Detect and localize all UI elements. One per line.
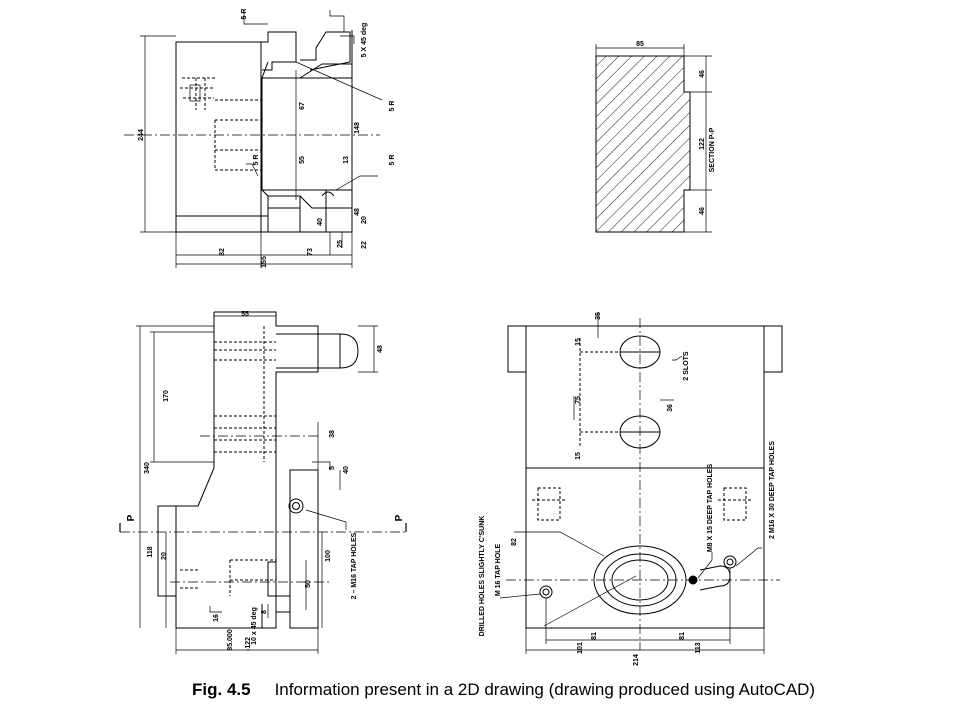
dim-101: 101: [577, 642, 584, 654]
section-mark-right: P: [394, 514, 405, 521]
figure-caption-text: Information present in a 2D drawing (dra…: [274, 680, 816, 699]
dim-5r-a: 5 R: [241, 9, 248, 20]
dim-100: 100: [325, 550, 332, 562]
dim-55: 55: [299, 156, 306, 164]
dim-15-bottom: 15: [575, 452, 582, 460]
section-mark-left: P: [126, 514, 137, 521]
dim-10x45: 10 x 45 deg: [251, 607, 258, 645]
dim-8: 8: [261, 610, 268, 614]
dim-40-side: 40: [343, 466, 350, 474]
dim-85000: 85.000: [227, 629, 234, 651]
dim-5r-c: 5 R: [389, 155, 396, 166]
dim-85: 85: [636, 41, 644, 48]
dim-118: 118: [147, 546, 154, 557]
dim-82: 82: [219, 248, 226, 256]
top-left-view: [124, 10, 383, 268]
label-tap-holes: 2 – M16 TAP HOLES: [351, 532, 358, 599]
dim-38: 38: [329, 430, 336, 438]
top-left-dimension-labels: 244 148 67 55 13 82 155 73 25 22 20 40 4…: [138, 9, 396, 268]
bottom-right-labels: 35 15 75 36 15 2 SLOTS 2 M16 X 30 DEEP T…: [479, 312, 776, 666]
dim-36: 36: [667, 404, 674, 412]
dim-55-side: 55: [241, 311, 249, 318]
dim-214: 214: [633, 654, 640, 666]
dim-20: 20: [361, 216, 368, 224]
dim-13: 13: [343, 156, 350, 164]
dim-15-top: 15: [575, 338, 582, 346]
dim-67: 67: [299, 102, 306, 110]
dim-73: 73: [307, 248, 314, 256]
dim-170: 170: [163, 390, 170, 402]
dim-122: 122: [699, 138, 706, 150]
dim-113: 113: [695, 642, 702, 653]
label-slots: 2 SLOTS: [683, 351, 690, 381]
dim-75: 75: [575, 396, 582, 404]
dim-16: 16: [213, 614, 220, 622]
figure-caption: Fig. 4.5 Information present in a 2D draw…: [192, 680, 892, 700]
dim-82-plan: 82: [511, 538, 518, 546]
figure-number: Fig. 4.5: [192, 680, 251, 699]
dim-5x45: 5 X 45 deg: [361, 23, 368, 58]
section-view: [595, 44, 712, 233]
label-m8-deep: M8 X 15 DEEP TAP HOLES: [707, 464, 714, 553]
label-m16-tap: M 16 TAP HOLE: [495, 544, 502, 597]
dim-244: 244: [138, 129, 145, 141]
dim-20-side: 20: [161, 552, 168, 560]
dim-25: 25: [337, 240, 344, 248]
dim-81-right: 81: [679, 632, 686, 640]
section-title: SECTION P-P: [709, 127, 716, 172]
dim-48: 48: [354, 208, 361, 216]
dim-81-left: 81: [591, 632, 598, 640]
dim-40: 40: [317, 218, 324, 226]
dim-48-side: 48: [377, 345, 384, 353]
section-labels: 85 46 122 SECTION P-P 46: [636, 41, 716, 215]
dim-155: 155: [261, 256, 268, 268]
dim-5r-b: 5 R: [389, 101, 396, 112]
dim-46-bottom: 46: [699, 207, 706, 215]
dim-340: 340: [144, 462, 151, 474]
label-drilled: DRILLED HOLES SLIGHTLY C'SUNK: [479, 516, 486, 637]
dim-46-top: 46: [699, 70, 706, 78]
dim-22: 22: [361, 241, 368, 249]
dim-5r-d: 5 R: [253, 155, 260, 166]
dim-148: 148: [354, 122, 361, 134]
bottom-right-view: [499, 312, 783, 654]
dim-35: 35: [595, 312, 602, 320]
dim-5-side: 5: [329, 466, 336, 470]
bottom-left-view: [119, 311, 407, 654]
dim-50: 50: [305, 580, 312, 588]
dim-minus-122: -122: [245, 637, 252, 651]
label-m16-deep: 2 M16 X 30 DEEP TAP HOLES: [769, 441, 776, 539]
bottom-left-labels: 55 48 170 340 38 5 40 100 50 118 20 16 8…: [126, 311, 405, 651]
